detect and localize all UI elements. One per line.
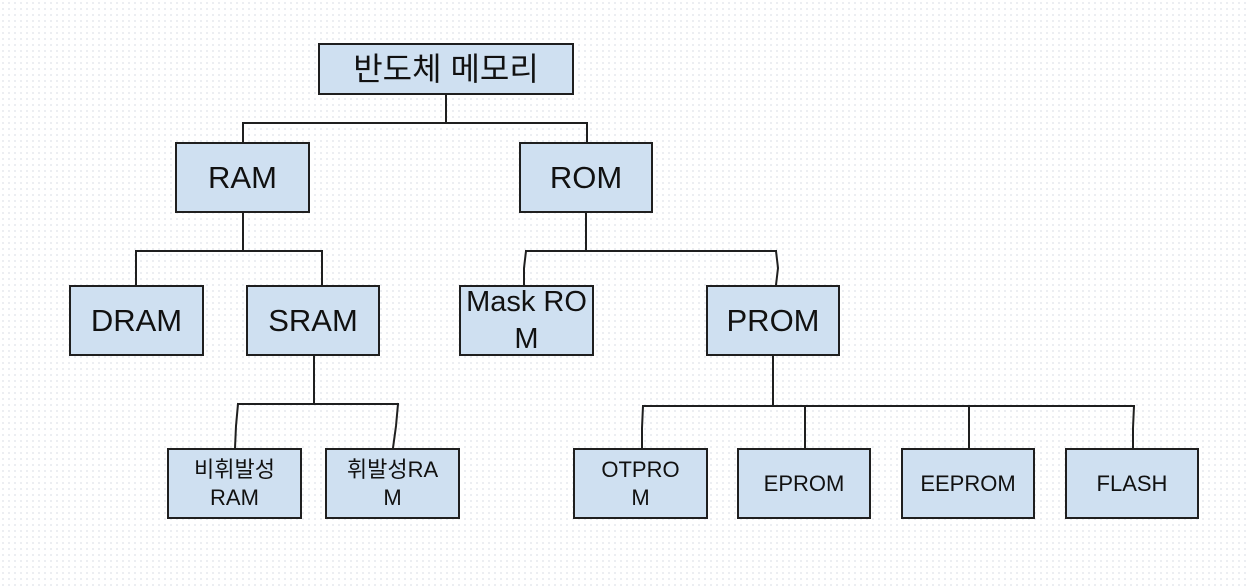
node-label: SRAM xyxy=(268,302,358,338)
node-nonvolatile-ram: 비휘발성RAM xyxy=(167,448,302,519)
node-otprom: OTPROM xyxy=(573,448,708,519)
node-semiconductor-memory: 반도체 메모리 xyxy=(318,43,574,95)
node-label: 비휘발성RAM xyxy=(194,457,275,510)
node-dram: DRAM xyxy=(69,285,204,356)
connector-line xyxy=(391,402,400,450)
node-label: DRAM xyxy=(90,302,183,338)
node-flash: FLASH xyxy=(1065,448,1199,519)
node-sram: SRAM xyxy=(246,285,380,356)
node-label: PROM xyxy=(726,302,820,338)
node-eprom: EPROM xyxy=(737,448,871,519)
node-rom: ROM xyxy=(519,142,653,213)
node-label: OTPROM xyxy=(601,457,680,510)
node-label: Mask ROM xyxy=(466,286,587,355)
node-label: ROM xyxy=(549,159,623,195)
node-label: RAM xyxy=(208,159,277,195)
node-label: EPROM xyxy=(763,470,845,496)
node-volatile-ram: 휘발성RAM xyxy=(325,448,460,519)
connector-line xyxy=(233,402,240,450)
node-label: EEPROM xyxy=(920,470,1016,496)
connector-line xyxy=(523,249,528,286)
node-label: 반도체 메모리 xyxy=(353,50,539,87)
node-label: 휘발성RAM xyxy=(346,457,439,510)
connector-line xyxy=(641,404,645,449)
node-mask-rom: Mask ROM xyxy=(459,285,594,356)
node-eeprom: EEPROM xyxy=(901,448,1035,519)
connector-line xyxy=(1132,404,1136,449)
node-prom: PROM xyxy=(706,285,840,356)
node-label: FLASH xyxy=(1096,470,1168,496)
connector-line xyxy=(774,249,780,287)
node-ram: RAM xyxy=(175,142,310,213)
